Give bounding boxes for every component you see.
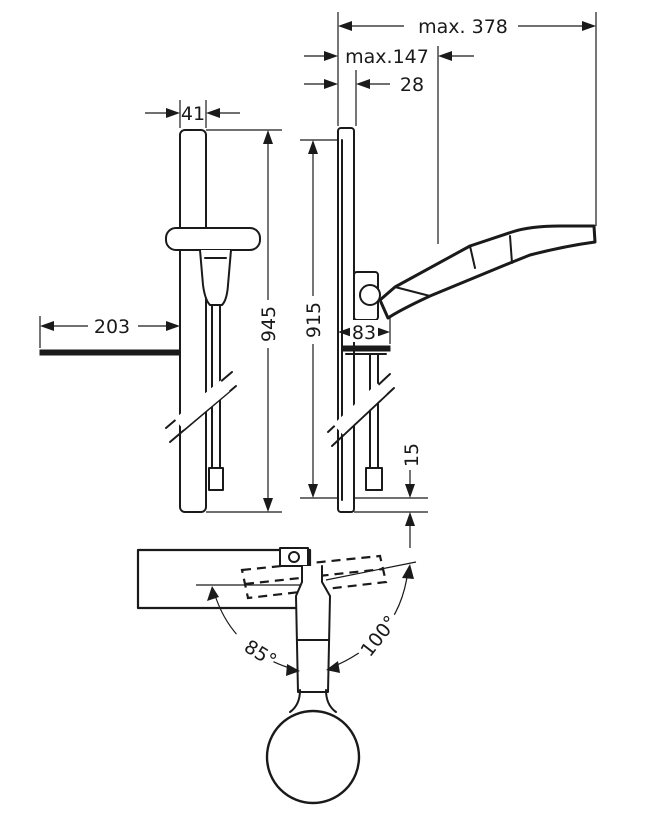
dim-203-label: 203 — [94, 316, 130, 338]
dim-915: 915 — [300, 139, 338, 499]
side-holder-joint — [359, 284, 381, 306]
front-handshower-neck — [199, 249, 232, 306]
dim-max-147-label: max.147 — [345, 46, 429, 68]
top-handshower-head — [265, 709, 361, 805]
dim-83: 83 — [337, 318, 391, 344]
dim-max-147: max.147 — [304, 46, 474, 244]
side-shelf — [341, 345, 391, 352]
dim-15: 15 — [354, 443, 428, 548]
top-handshower-handle — [295, 565, 331, 693]
dim-915-label: 915 — [303, 302, 325, 338]
front-hose-nut — [208, 467, 224, 491]
front-shelf — [39, 349, 181, 356]
side-hose — [369, 353, 379, 471]
dim-41-label: 41 — [181, 103, 205, 125]
dim-28: 28 — [304, 70, 424, 126]
top-view: 85° 100° — [136, 547, 417, 805]
front-rail — [179, 129, 207, 513]
front-view — [39, 129, 261, 513]
dim-945: 945 — [206, 129, 282, 513]
dim-28-label: 28 — [400, 74, 424, 96]
front-handshower-head — [165, 227, 261, 251]
dim-83-label: 83 — [352, 322, 376, 344]
dim-max-378: max. 378 — [337, 12, 597, 226]
dim-max-378-label: max. 378 — [418, 16, 508, 38]
side-view — [327, 127, 597, 513]
dim-15-label: 15 — [401, 443, 423, 467]
top-handshower-neck — [289, 689, 337, 713]
side-handshower — [378, 224, 597, 320]
dim-945-label: 945 — [258, 306, 280, 342]
side-hose-nut — [365, 467, 383, 491]
dim-203: 203 — [39, 316, 181, 348]
top-shelf-rotated-dashed — [240, 554, 388, 600]
dim-41: 41 — [145, 100, 240, 128]
